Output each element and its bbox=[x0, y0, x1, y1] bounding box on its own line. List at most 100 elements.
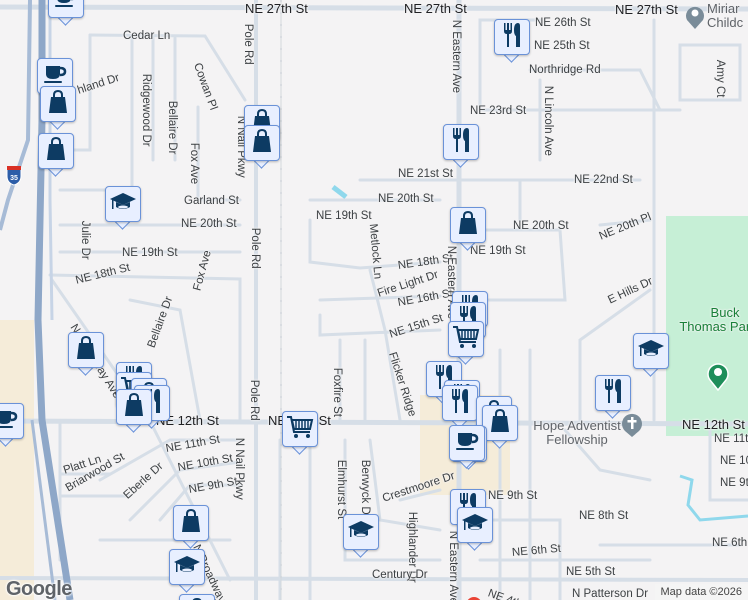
street-label: Julie Dr bbox=[78, 220, 91, 260]
church-cross-icon[interactable] bbox=[620, 412, 644, 443]
poi-marker[interactable] bbox=[0, 403, 24, 447]
street-label: NE 27th St bbox=[245, 1, 308, 16]
street-label: Cedar Ln bbox=[123, 30, 171, 42]
restaurant-icon bbox=[449, 387, 471, 420]
poi-marker[interactable] bbox=[449, 425, 485, 469]
poi-marker[interactable] bbox=[244, 125, 280, 169]
restaurant-icon bbox=[602, 377, 624, 410]
street-label: N Lincoln Ave bbox=[541, 85, 554, 156]
poi-marker[interactable] bbox=[116, 389, 152, 433]
coffee-icon bbox=[43, 63, 67, 90]
street-label: NE 26th St bbox=[535, 17, 591, 29]
marker-box bbox=[48, 0, 84, 18]
marker-box bbox=[169, 549, 205, 585]
marker-box bbox=[0, 403, 24, 439]
marker-box bbox=[40, 86, 76, 122]
marker-box bbox=[449, 425, 485, 461]
shopping-bag-icon bbox=[75, 335, 97, 366]
interstate-35-shield: 35 bbox=[6, 166, 22, 186]
street-label: N Nail Pkwy bbox=[232, 437, 245, 500]
marker-box bbox=[343, 514, 379, 550]
poi-marker[interactable] bbox=[38, 133, 74, 177]
church-label-hope-adventist[interactable]: Hope Adventist Fellowship bbox=[522, 419, 632, 446]
street-label: Pole Rd bbox=[241, 23, 254, 65]
poi-marker[interactable] bbox=[494, 19, 530, 63]
marker-box bbox=[38, 133, 74, 169]
shopping-bag-icon bbox=[457, 210, 479, 241]
poi-marker[interactable] bbox=[457, 507, 493, 551]
poi-marker[interactable] bbox=[442, 385, 478, 429]
restaurant-icon bbox=[450, 126, 472, 159]
street-label: NE 9th St bbox=[720, 477, 748, 489]
shopping-bag-icon bbox=[186, 597, 208, 600]
street-label: NE 19th St bbox=[316, 210, 372, 222]
graduation-cap-icon bbox=[637, 338, 665, 365]
street-label: NE 12th St bbox=[156, 413, 219, 428]
street-label: Ridgewood Dr bbox=[139, 73, 152, 147]
street-label: NE 11th St bbox=[714, 433, 748, 445]
shopping-cart-icon bbox=[286, 414, 314, 445]
poi-marker[interactable] bbox=[595, 375, 631, 419]
street-label: Northridge Rd bbox=[529, 64, 601, 76]
poi-marker[interactable] bbox=[68, 332, 104, 376]
marker-box bbox=[116, 389, 152, 425]
red-pin-icon[interactable] bbox=[465, 593, 483, 600]
street-label: NE 19th St bbox=[470, 245, 526, 257]
poi-marker[interactable] bbox=[450, 207, 486, 251]
childcare-label[interactable]: Miriar Childc bbox=[707, 2, 748, 29]
shopping-bag-icon bbox=[45, 136, 67, 167]
street-label: N Eastern Ave bbox=[449, 19, 462, 94]
park-label-line1: Buck bbox=[710, 305, 740, 320]
street-label: NE 12th St bbox=[682, 417, 745, 432]
marker-box bbox=[442, 385, 478, 421]
poi-marker[interactable] bbox=[282, 411, 318, 455]
street-label: NE 19th St bbox=[122, 247, 178, 259]
poi-marker[interactable] bbox=[343, 514, 379, 558]
childcare-pin-icon[interactable] bbox=[684, 2, 706, 35]
marker-box bbox=[457, 507, 493, 543]
poi-marker[interactable] bbox=[40, 86, 76, 130]
marker-box bbox=[633, 333, 669, 369]
street-label: NE 27th St bbox=[404, 1, 467, 16]
street-label: Bellaire Dr bbox=[165, 100, 178, 155]
street-label: Elmhurst St bbox=[334, 459, 347, 520]
marker-box bbox=[494, 19, 530, 55]
poi-marker[interactable] bbox=[633, 333, 669, 377]
poi-marker[interactable] bbox=[443, 124, 479, 168]
map-attribution[interactable]: Map data ©2026 bbox=[654, 584, 748, 600]
marker-box bbox=[173, 505, 209, 541]
shopping-bag-icon bbox=[489, 408, 511, 439]
poi-marker[interactable] bbox=[448, 321, 484, 365]
marker-box bbox=[68, 332, 104, 368]
coffee-icon bbox=[54, 0, 78, 14]
graduation-cap-icon bbox=[347, 519, 375, 546]
google-logo[interactable]: Google bbox=[6, 578, 72, 600]
street-label: Amy Ct bbox=[713, 59, 726, 98]
street-label: NE 10th St bbox=[720, 455, 748, 467]
street-label: NE 25th St bbox=[534, 40, 590, 52]
poi-marker[interactable] bbox=[169, 549, 205, 593]
poi-marker[interactable] bbox=[48, 0, 84, 26]
park-pin-icon[interactable] bbox=[706, 361, 730, 396]
street-label: Pole Rd bbox=[247, 379, 260, 421]
shopping-bag-icon bbox=[251, 128, 273, 159]
marker-box bbox=[450, 207, 486, 243]
shopping-bag-icon bbox=[47, 89, 69, 120]
marker-box bbox=[105, 186, 141, 222]
poi-marker[interactable] bbox=[105, 186, 141, 230]
coffee-icon bbox=[455, 430, 479, 457]
marker-box bbox=[482, 405, 518, 441]
poi-marker[interactable] bbox=[482, 405, 518, 449]
street-label: N Patterson Dr bbox=[572, 588, 649, 600]
street-label: NE 21st St bbox=[398, 168, 453, 180]
poi-marker[interactable] bbox=[179, 594, 215, 600]
marker-box bbox=[448, 321, 484, 357]
street-label: NE 22nd St bbox=[574, 174, 633, 186]
park-label-buck-thomas[interactable]: Buck Thomas Park bbox=[679, 305, 748, 335]
street-label: NE 20th St bbox=[513, 220, 569, 232]
poi-marker[interactable] bbox=[173, 505, 209, 549]
graduation-cap-icon bbox=[109, 191, 137, 218]
marker-box bbox=[244, 125, 280, 161]
